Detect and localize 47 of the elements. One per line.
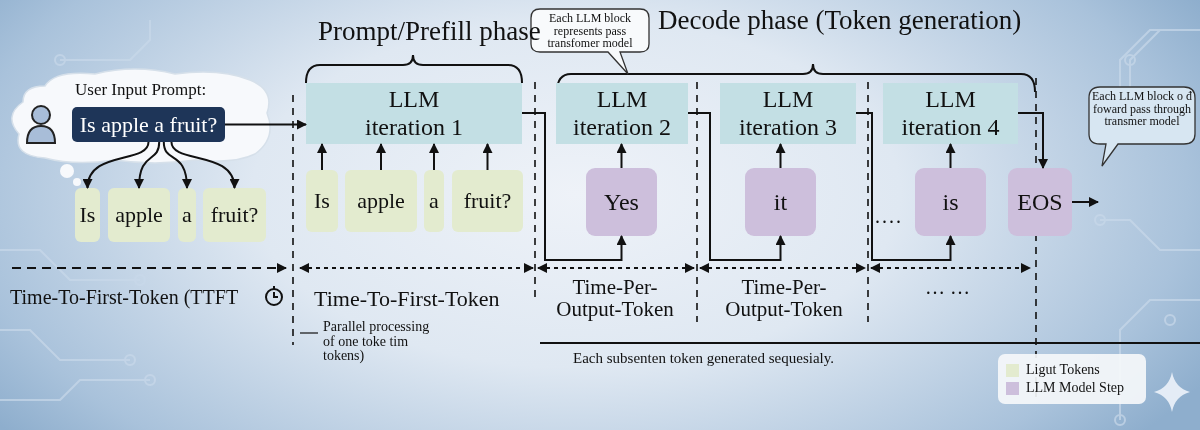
ellipsis: .... bbox=[875, 205, 903, 228]
arrow bbox=[83, 141, 150, 189]
token-box: a bbox=[178, 188, 196, 242]
arrow bbox=[376, 143, 386, 171]
token-box: Is bbox=[75, 188, 100, 242]
note-text: Parallel processing of one toke tim tokens) bbox=[323, 320, 431, 365]
output-token-box: it bbox=[745, 168, 816, 236]
arrow bbox=[1071, 197, 1099, 207]
arrow bbox=[224, 119, 307, 130]
speech-bubble: Each LLM block o đ foward pass through transmer model bbox=[1088, 86, 1196, 166]
llm-block: LLM iteration 4 bbox=[883, 83, 1018, 144]
token-box: fruit? bbox=[203, 188, 266, 242]
llm-block: LLM iteration 2 bbox=[556, 83, 688, 144]
output-token-box: is bbox=[915, 168, 986, 236]
arrow bbox=[134, 141, 161, 189]
token-box: apple bbox=[345, 170, 417, 232]
arrow bbox=[855, 112, 956, 261]
token-box: a bbox=[424, 170, 444, 232]
note-text: Each subsenten token generated sequesialy. bbox=[573, 350, 834, 367]
timing-label: Time-Per-Output-Token bbox=[724, 276, 844, 321]
arrow bbox=[317, 143, 327, 171]
ellipsis: … … bbox=[925, 276, 970, 299]
arrow bbox=[162, 141, 192, 189]
legend-label: Ligut Tokens bbox=[1026, 362, 1100, 378]
arrow bbox=[170, 141, 239, 189]
legend-label: LLM Model Step bbox=[1026, 380, 1124, 396]
output-token-box: Yes bbox=[586, 168, 657, 236]
timing-label: Time-To-First-Token (TTFT bbox=[10, 286, 239, 309]
phase-label: Decode phase (Token generation) bbox=[658, 5, 1022, 36]
arrow bbox=[429, 143, 439, 171]
token-box: apple bbox=[108, 188, 170, 242]
arrow bbox=[1017, 112, 1048, 169]
arrow bbox=[687, 112, 786, 261]
arrow bbox=[616, 143, 627, 169]
arrow bbox=[521, 112, 627, 261]
timing-label: Time-Per-Output-Token bbox=[555, 276, 675, 321]
llm-block: LLM iteration 3 bbox=[720, 83, 856, 144]
arrow bbox=[775, 143, 786, 169]
output-token-box: EOS bbox=[1008, 168, 1072, 236]
prompt-box: Is apple a fruit? bbox=[72, 107, 225, 142]
arrow bbox=[945, 143, 956, 169]
token-box: fruit? bbox=[452, 170, 523, 232]
token-box: Is bbox=[306, 170, 338, 232]
llm-block: LLM iteration 1 bbox=[306, 83, 522, 144]
prompt-label: User Input Prompt: bbox=[75, 80, 207, 100]
timing-label: Time-To-First-Token bbox=[314, 286, 500, 312]
arrow bbox=[482, 143, 493, 171]
